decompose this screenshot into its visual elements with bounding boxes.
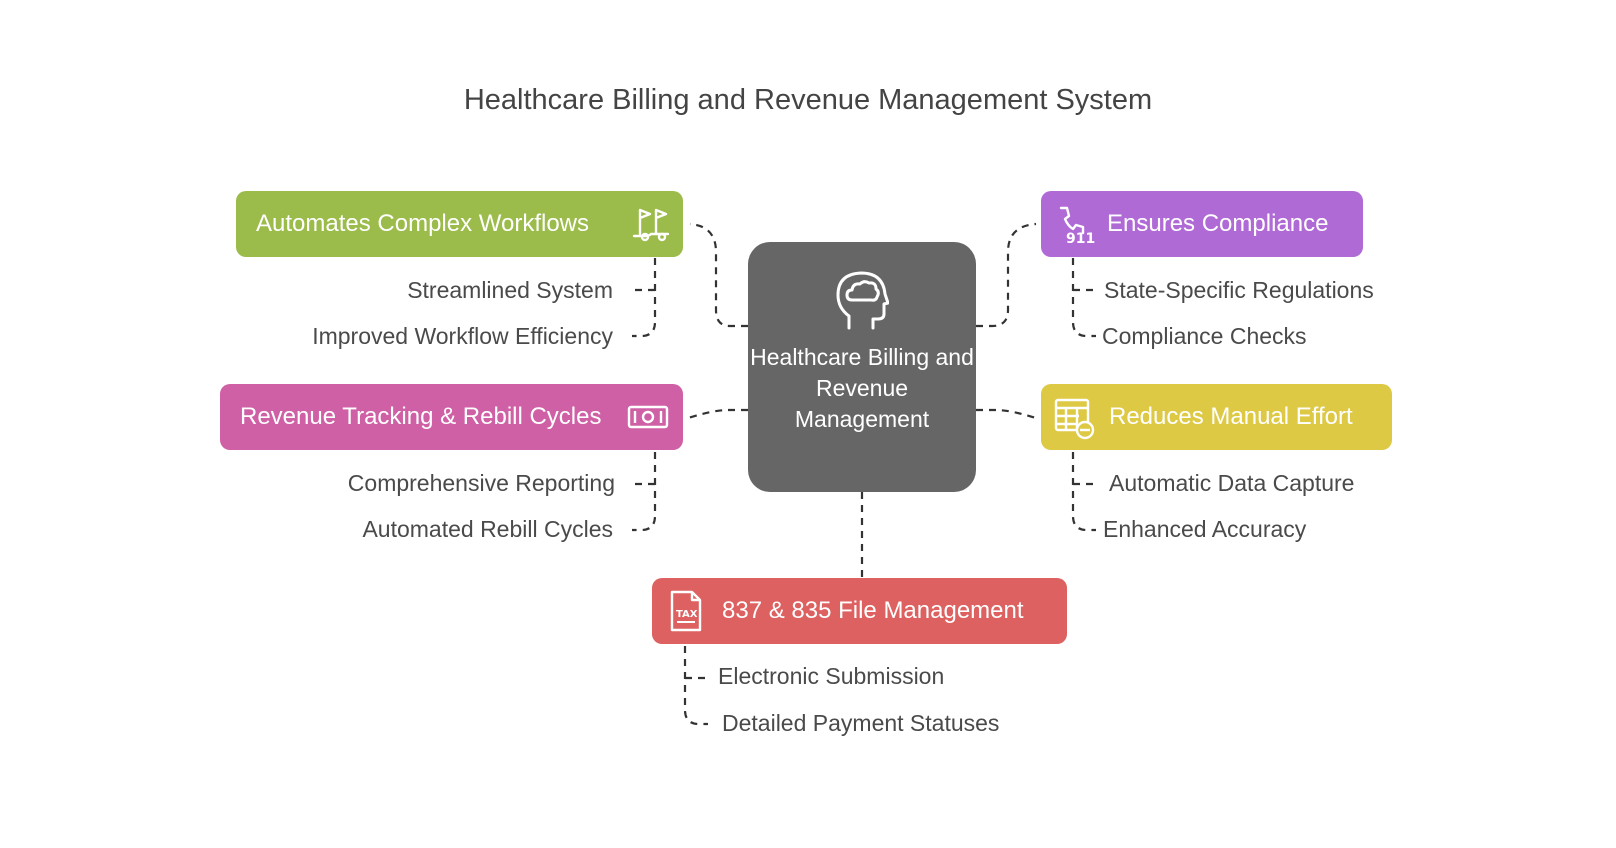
sub-item-comprehensive-reporting: Comprehensive Reporting — [347, 470, 615, 496]
connector-compliance-subs — [1071, 258, 1096, 338]
connector-manual-subs — [1071, 452, 1096, 532]
node-label: Reduces Manual Effort — [1109, 403, 1353, 430]
node-label: Revenue Tracking & Rebill Cycles — [240, 403, 602, 430]
sub-item-improved-workflow: Improved Workflow Efficiency — [312, 323, 613, 349]
node-reduces-manual-effort: Reduces Manual Effort — [1041, 384, 1392, 450]
node-label: Ensures Compliance — [1107, 210, 1329, 237]
sub-item-payment-statuses: Detailed Payment Statuses — [722, 710, 1000, 736]
phone-911-icon: 911 — [1059, 206, 1095, 244]
sub-item-compliance-checks: Compliance Checks — [1102, 323, 1307, 349]
node-label: 837 & 835 File Management — [722, 597, 1024, 624]
center-label: Healthcare Billing and Revenue Managemen… — [750, 344, 974, 432]
connector-files-subs — [683, 646, 708, 726]
connector-revenue-subs — [632, 452, 657, 532]
brain-head-icon — [836, 271, 889, 330]
node-label: Automates Complex Workflows — [256, 210, 589, 237]
sub-item-streamlined-system: Streamlined System — [407, 277, 613, 303]
connector-center-revenue — [687, 408, 748, 420]
node-revenue-tracking: Revenue Tracking & Rebill Cycles — [220, 384, 683, 450]
sub-item-automatic-data-capture: Automatic Data Capture — [1109, 470, 1355, 496]
money-bill-icon — [627, 405, 669, 429]
node-automates-workflows: Automates Complex Workflows — [236, 191, 683, 257]
svg-text:TAX: TAX — [676, 609, 698, 620]
connector-center-workflows — [689, 222, 748, 328]
sub-item-electronic-submission: Electronic Submission — [718, 663, 945, 689]
node-file-management: TAX 837 & 835 File Management — [652, 578, 1067, 644]
connector-workflows-subs — [632, 258, 657, 338]
spreadsheet-minus-icon — [1054, 398, 1095, 440]
center-node: Healthcare Billing and Revenue Managemen… — [748, 242, 976, 492]
tax-document-icon: TAX — [670, 590, 702, 632]
connector-center-compliance — [976, 222, 1037, 328]
route-flags-icon — [632, 208, 670, 242]
node-ensures-compliance: 911 Ensures Compliance — [1041, 191, 1363, 257]
connector-center-manual — [976, 408, 1037, 420]
sub-item-enhanced-accuracy: Enhanced Accuracy — [1103, 516, 1307, 542]
sub-item-automated-rebill: Automated Rebill Cycles — [362, 516, 613, 542]
diagram-title: Healthcare Billing and Revenue Managemen… — [463, 84, 1153, 116]
svg-text:911: 911 — [1066, 231, 1095, 244]
sub-item-state-regulations: State-Specific Regulations — [1104, 277, 1374, 303]
